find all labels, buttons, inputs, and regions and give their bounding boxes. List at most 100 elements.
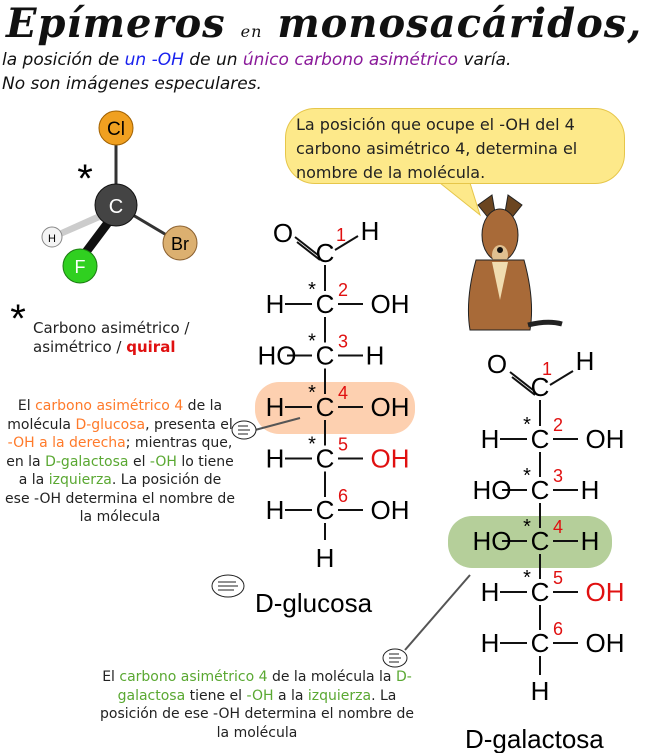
title: Epímeros en monosacáridos, xyxy=(6,0,643,47)
shape xyxy=(238,425,250,435)
pointing-hand-icon xyxy=(231,420,257,440)
shape: * xyxy=(77,157,93,201)
carbon-number: 4 xyxy=(338,383,348,403)
galactose-explanation: El carbono asimétrico 4 de la molécula l… xyxy=(100,669,414,741)
carbon-number: 6 xyxy=(338,486,348,506)
chiral-asterisk: * xyxy=(523,414,531,436)
shape xyxy=(334,235,359,251)
atom-label: C xyxy=(531,526,550,556)
shape xyxy=(549,370,574,386)
atom-label: C xyxy=(531,577,550,607)
atom-label: C xyxy=(531,475,550,505)
carbon-number: 6 xyxy=(553,619,563,639)
atom-label: H xyxy=(531,676,550,706)
shape xyxy=(218,581,238,591)
carbon-number: 2 xyxy=(338,280,348,300)
atom-label: OH xyxy=(371,495,410,525)
shape xyxy=(314,445,336,472)
speech-bubble: La posición que ocupe el -OH del 4 carbo… xyxy=(285,108,625,184)
shape xyxy=(529,630,551,656)
shape xyxy=(314,342,336,369)
pointing-hand-icon xyxy=(382,648,408,668)
shape xyxy=(389,653,401,663)
atom-label: C xyxy=(316,495,335,525)
atom-label: H xyxy=(481,577,500,607)
atom-label: C xyxy=(531,628,550,658)
atom-label: H xyxy=(366,341,385,371)
shape xyxy=(511,376,536,396)
shape xyxy=(529,579,551,605)
shape: 1 xyxy=(336,225,346,245)
chiral-asterisk: * xyxy=(308,382,316,404)
shape xyxy=(314,394,336,420)
subtitle-line2: No son imágenes especulares. xyxy=(2,74,262,94)
atom-label: H xyxy=(266,392,285,422)
atom-label: OH xyxy=(371,392,410,422)
chlorine-atom xyxy=(98,110,134,146)
shape xyxy=(296,241,321,261)
fluorine-atom xyxy=(62,248,98,284)
carbon-number: 5 xyxy=(553,568,563,588)
shape: H xyxy=(361,216,380,246)
carbon-number: 4 xyxy=(553,517,563,537)
shape: H xyxy=(48,233,56,245)
atom-label: OH xyxy=(586,577,625,607)
atom-label: H xyxy=(581,475,600,505)
atom-label: C xyxy=(316,392,335,422)
chiral-asterisk: * xyxy=(308,434,316,456)
glucose-label: D-glucosa xyxy=(255,588,373,618)
atom-label: H xyxy=(266,289,285,319)
atom-label: H xyxy=(481,628,500,658)
shape: O xyxy=(487,349,507,379)
carbon-number: 5 xyxy=(338,435,348,455)
shape: F xyxy=(75,257,86,277)
shape xyxy=(497,247,503,253)
atom-label: HO xyxy=(473,475,512,505)
carbon-number: 2 xyxy=(553,415,563,435)
atom-label: C xyxy=(316,444,335,474)
atom-label: C xyxy=(531,424,550,454)
shape: 1 xyxy=(542,359,552,379)
hydrogen-atom xyxy=(41,226,63,248)
shape xyxy=(529,528,551,554)
atom-label: OH xyxy=(586,628,625,658)
shape xyxy=(294,236,319,256)
chiral-asterisk: * xyxy=(308,331,316,353)
atom-label: H xyxy=(266,444,285,474)
shape: C xyxy=(316,238,335,268)
pointer-stick-galactose xyxy=(404,574,471,651)
legend-asterisk: * xyxy=(10,297,26,341)
atom-label: OH xyxy=(586,424,625,454)
carbon-number: 3 xyxy=(338,332,348,352)
glucose-explanation: El carbono asimétrico 4 de la molécula D… xyxy=(5,398,235,525)
chiral-asterisk: * xyxy=(523,567,531,589)
atom-label: C xyxy=(316,289,335,319)
shape: O xyxy=(273,218,293,248)
atom-label: OH xyxy=(371,289,410,319)
atom-label: H xyxy=(481,424,500,454)
shape xyxy=(509,371,534,391)
shape xyxy=(314,291,336,317)
shape xyxy=(529,477,551,503)
galactose-label: D-galactosa xyxy=(465,724,604,753)
shape: C xyxy=(531,372,550,402)
shape xyxy=(314,497,336,523)
chiral-legend: Carbono asimétrico / Carbono xyxy=(33,319,190,337)
shape: C xyxy=(109,196,123,218)
atom-label: OH xyxy=(371,444,410,474)
bubble-tail xyxy=(438,182,481,217)
shape: H xyxy=(576,346,595,376)
dog-illustration xyxy=(467,194,563,331)
atom-label: HO xyxy=(258,341,297,371)
shape xyxy=(527,319,563,328)
carbon-number: 3 xyxy=(553,466,563,486)
shape: Br xyxy=(171,234,189,254)
carbon-atom xyxy=(94,183,138,227)
chiral-molecule-3d: Cl Br F H C * xyxy=(41,110,198,284)
